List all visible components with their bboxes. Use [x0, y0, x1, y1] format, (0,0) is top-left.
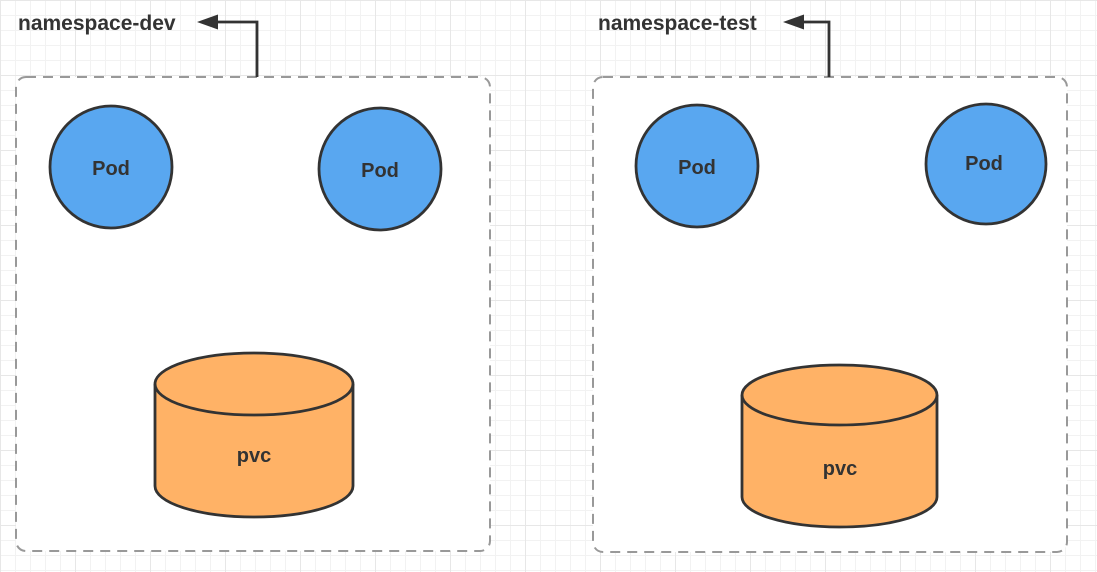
arrowhead-icon — [783, 14, 804, 30]
pod-label: Pod — [92, 158, 130, 180]
pvc-cylinder-body — [740, 363, 939, 529]
pvc-cylinder — [153, 351, 355, 519]
pvc-cylinder-body — [153, 351, 355, 519]
pod-node — [317, 106, 443, 232]
pod-node — [48, 104, 174, 230]
pod-node — [634, 103, 760, 229]
pod-node — [924, 102, 1048, 226]
namespace-label-connector — [803, 20, 831, 77]
namespace-group-test: namespace-test Pod Pod pvc — [592, 12, 1068, 553]
pod-label: Pod — [678, 157, 716, 179]
pvc-label: pvc — [823, 458, 857, 480]
pod-label: Pod — [965, 153, 1003, 175]
arrowhead-icon — [197, 14, 218, 30]
pvc-cylinder-rim — [153, 383, 355, 417]
pvc-cylinder — [740, 363, 939, 529]
pvc-label: pvc — [237, 445, 271, 467]
namespace-label-connector — [217, 20, 259, 77]
pod-label: Pod — [361, 160, 399, 182]
namespace-label: namespace-dev — [18, 12, 176, 35]
pvc-cylinder-rim — [740, 394, 939, 427]
namespace-group-dev: namespace-dev Pod Pod pvc — [15, 12, 491, 552]
namespace-label: namespace-test — [598, 12, 757, 35]
